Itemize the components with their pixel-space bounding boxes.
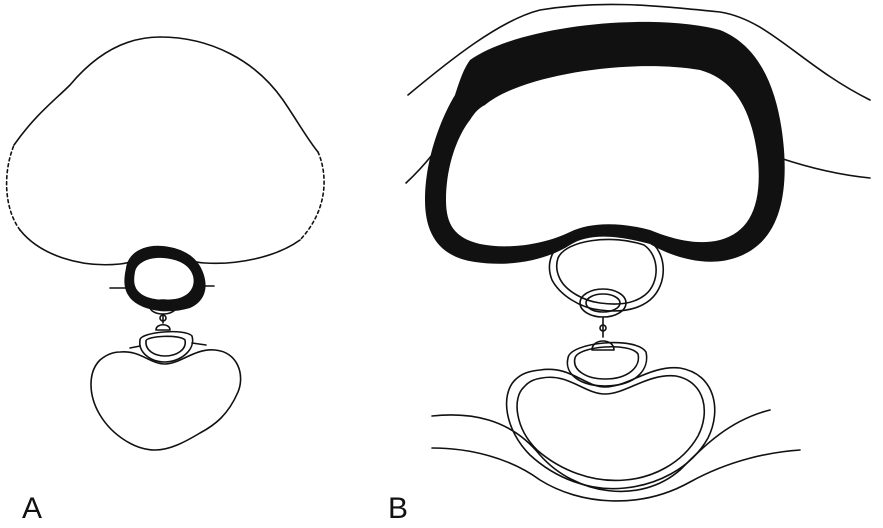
panel-b-shield2-inner — [575, 347, 639, 379]
panel-a-shield-inner — [146, 336, 185, 356]
panel-a-shield-right-line — [192, 343, 206, 345]
panel-a-large-mass-left-dashed — [7, 145, 20, 230]
panel-a-large-mass-left-upper — [14, 37, 160, 145]
panel-a-large-mass-right-dashed — [300, 152, 324, 240]
panel-b-drawing — [406, 4, 870, 501]
panel-b-lower-body-inner — [517, 376, 704, 481]
panel-b-lower-body-outer — [507, 368, 715, 489]
panel-a-large-mass-outline — [160, 37, 318, 152]
panel-b-label: B — [388, 494, 408, 524]
panel-b-skin-right — [780, 158, 870, 178]
panel-a-small-knob — [156, 325, 170, 330]
panel-a-lower-body — [91, 350, 241, 450]
panel-a-shield-left-line — [130, 346, 140, 348]
panel-a-black-ring — [124, 246, 205, 312]
panel-b-lower-skin-2 — [432, 448, 800, 501]
panel-a-drawing — [7, 37, 324, 450]
panel-b-thick-capsule — [425, 22, 785, 264]
panel-a-label: A — [22, 494, 42, 524]
